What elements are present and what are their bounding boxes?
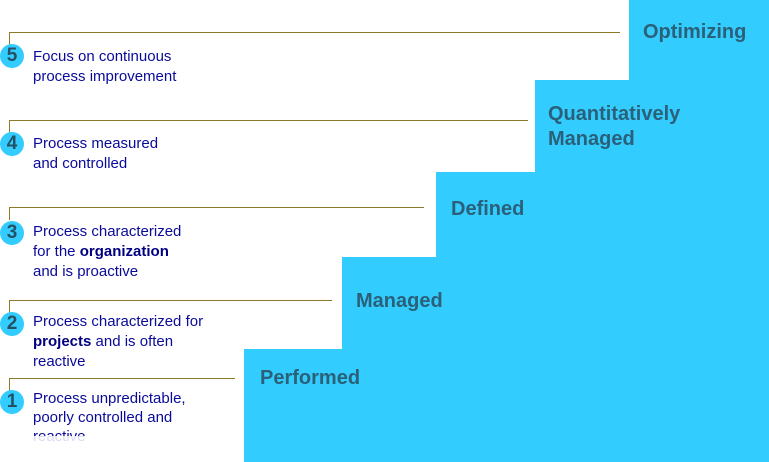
level-line-4 [9,120,528,133]
level-desc-4-text: Process measured and controlled [33,135,159,172]
level-badge-5: 5 [0,44,24,68]
level-name-1: Performed [260,367,361,389]
level-name-5: Optimizing [643,21,747,43]
bottom-fade [0,436,244,462]
level-name-3: Defined [451,198,525,220]
level-desc-4: Process measured and controlled [33,134,248,174]
level-badge-4: 4 [0,132,24,156]
level-desc-2-text-b: and is often reactive [33,333,174,370]
level-desc-5: Focus on continuous process improvement [33,47,248,87]
level-badge-3: 3 [0,221,24,245]
level-desc-1: Process unpredictable, poorly controlled… [33,389,248,446]
level-badge-2: 2 [0,312,24,336]
level-badge-1: 1 [0,390,24,414]
stair-step-5 [629,0,769,462]
level-name-4: Quantitatively Managed [548,103,681,150]
level-name-2: Managed [356,290,443,312]
level-line-5 [9,32,620,45]
level-desc-3-text-a: Process characterized for the [33,223,182,260]
level-desc-5-text: Focus on continuous process improvement [33,48,177,85]
level-line-1 [9,378,235,391]
level-desc-2-text-a: Process characterized for [33,313,204,330]
level-desc-3-bold: organization [79,243,169,260]
level-desc-3: Process characterized for the organizati… [33,222,248,282]
level-desc-3-text-b: and is proactive [33,263,139,280]
level-desc-2: Process characterized for projects and i… [33,312,248,372]
level-desc-2-bold: projects [33,333,92,350]
level-line-2 [9,300,332,313]
level-line-3 [9,207,424,220]
level-desc-1-text: Process unpredictable, poorly controlled… [33,390,186,445]
